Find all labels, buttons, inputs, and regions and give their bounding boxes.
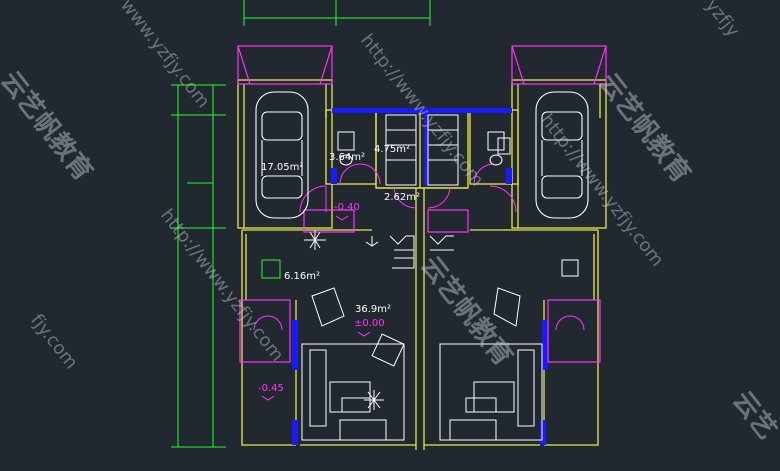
- watermark-cn-d: 云艺: [726, 386, 780, 445]
- sanitary-fixtures: [337, 131, 511, 166]
- walls: [237, 79, 607, 450]
- canopies: [237, 45, 607, 363]
- dimension-lines: [171, 0, 431, 448]
- car-left-icon: [255, 91, 309, 219]
- watermark-url-c: www.yzfjy.com: [116, 0, 214, 112]
- car-right-icon: [535, 91, 589, 219]
- garage-level-label: -0.40: [334, 202, 360, 213]
- outside-level-label: -0.45: [258, 383, 284, 394]
- garage-area-label: 17.05m²: [261, 162, 303, 173]
- furniture: [261, 259, 579, 441]
- stairs: [365, 114, 459, 269]
- watermark-cn-a: 云艺帆教育: [0, 65, 99, 187]
- watermarks: http://www.yzfjy.com http://www.yzfjy.co…: [0, 0, 780, 445]
- courtyard-area-label: 6.16m²: [284, 271, 320, 282]
- watermark-cn-c: 云艺帆教育: [592, 67, 696, 189]
- watermark-cn-b: 云艺帆教育: [414, 250, 518, 372]
- watermark-url-e: fjy.com: [26, 310, 82, 373]
- windows: [292, 108, 548, 445]
- doors: [253, 163, 585, 331]
- living-level-label: ±0.00: [354, 318, 385, 329]
- watermark-url-b: http://www.yzfjy.com: [156, 205, 288, 365]
- bath-area-label: 3.64m²: [329, 152, 365, 163]
- living-area-label: 36.9m²: [355, 304, 391, 315]
- plant-icon: [304, 230, 384, 410]
- level-markers: -0.40 ±0.00 -0.45: [258, 202, 385, 401]
- watermark-url-f: yzfjy: [701, 0, 744, 42]
- corridor-area-label: 2.62m²: [384, 192, 420, 203]
- area-labels: 17.05m² 3.64m² 4.75m² 2.62m² 6.16m² 36.9…: [261, 144, 420, 315]
- stair-hall-area-label: 4.75m²: [374, 144, 410, 155]
